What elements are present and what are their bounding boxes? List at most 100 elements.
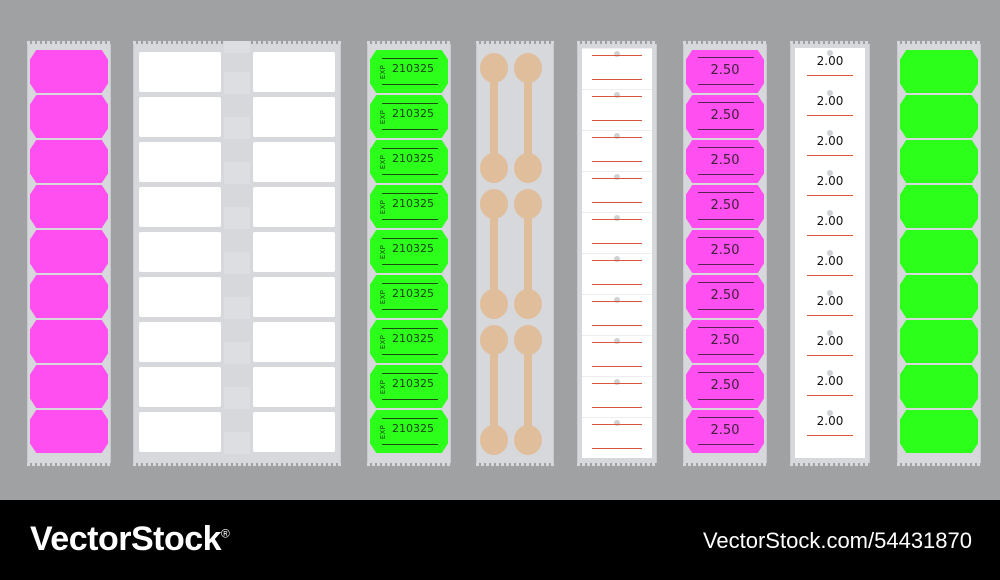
dumbbell-knob [514,153,542,183]
green-blank-label [900,320,978,363]
label-rule [382,103,438,104]
dumbbell-bar [490,211,498,297]
pink-price-label: 2.50 [686,230,764,273]
label-rule [698,219,754,220]
lined-paper-tag [582,376,652,417]
jewelry-label-bridge [224,207,250,229]
lined-paper-tag-strip [577,41,657,466]
label-rule [382,373,438,374]
jewelry-label-bridge [224,117,250,139]
jewelry-label-bridge [224,72,250,94]
dumbbell-tag [514,189,542,319]
exp-code: 210325 [392,197,434,210]
pink-blank-label [30,185,108,228]
hang-hole [827,210,833,216]
lined-paper-tag [582,48,652,89]
label-rule [698,129,754,130]
green-blank-label [900,275,978,318]
jewelry-label-right [253,412,335,452]
hang-hole [614,420,620,426]
price-text: 2.50 [710,423,740,438]
hang-hole [827,410,833,416]
label-rule [698,84,754,85]
red-rule [807,435,853,436]
lined-paper-tag [582,171,652,212]
pink-blank-label [30,320,108,363]
jewelry-label-right [253,277,335,317]
label-rule [382,444,438,445]
white-price-tag: 2.00 [795,368,865,408]
paper-backing [582,48,652,458]
jewelry-label-right [253,367,335,407]
white-price-tag: 2.00 [795,88,865,128]
red-rule [807,275,853,276]
pink-price-label: 2.50 [686,140,764,183]
hang-hole [827,50,833,56]
label-rule [698,327,754,328]
hang-hole [827,370,833,376]
label-rule [698,354,754,355]
hang-hole [827,330,833,336]
pink-blank-label [30,140,108,183]
white-price-tag: 2.00 [795,288,865,328]
price-text: 2.00 [816,414,844,428]
pink-blank-label [30,50,108,93]
exp-prefix: EXP [379,379,388,394]
red-rule [592,120,642,121]
price-text: 2.50 [710,153,740,168]
white-price-tag: 2.00 [795,168,865,208]
label-rule [382,354,438,355]
green-blank-label [900,410,978,453]
label-rule [382,84,438,85]
lined-paper-tag [582,89,652,130]
red-rule [592,424,642,425]
hang-hole [827,290,833,296]
red-rule [592,301,642,302]
jewelry-label-right [253,97,335,137]
jewelry-label-left [139,97,221,137]
jewelry-label-left [139,187,221,227]
label-rule [382,219,438,220]
white-price-tag: 2.00 [795,208,865,248]
exp-prefix: EXP [379,199,388,214]
price-text: 2.50 [710,243,740,258]
price-text: 2.00 [816,334,844,348]
exp-prefix: EXP [379,109,388,124]
lined-paper-tag [582,212,652,253]
lined-paper-tag [582,253,652,294]
hang-hole [827,90,833,96]
hang-hole [614,297,620,303]
exp-code: 210325 [392,107,434,120]
white-price-tag: 2.00 [795,48,865,88]
jewelry-label-right [253,52,335,92]
jewelry-label-right [253,322,335,362]
hang-hole [614,92,620,98]
red-rule [592,383,642,384]
red-rule [592,407,642,408]
red-rule [592,178,642,179]
hang-hole [614,215,620,221]
pink-blank-label-strip [27,41,111,466]
exp-prefix: EXP [379,64,388,79]
dumbbell-knob [480,425,508,455]
red-rule [807,355,853,356]
label-rule [698,282,754,283]
jewelry-label-bridge [224,162,250,184]
dumbbell-knob [480,289,508,319]
red-rule [807,155,853,156]
exp-prefix: EXP [379,154,388,169]
red-rule [592,243,642,244]
image-id: VectorStock.com/54431870 [702,528,972,553]
white-price-tag: 2.00 [795,328,865,368]
price-text: 2.00 [816,174,844,188]
red-rule [592,260,642,261]
label-rule [382,283,438,284]
jewelry-label-left [139,232,221,272]
lined-paper-tag [582,294,652,335]
label-rule [382,418,438,419]
